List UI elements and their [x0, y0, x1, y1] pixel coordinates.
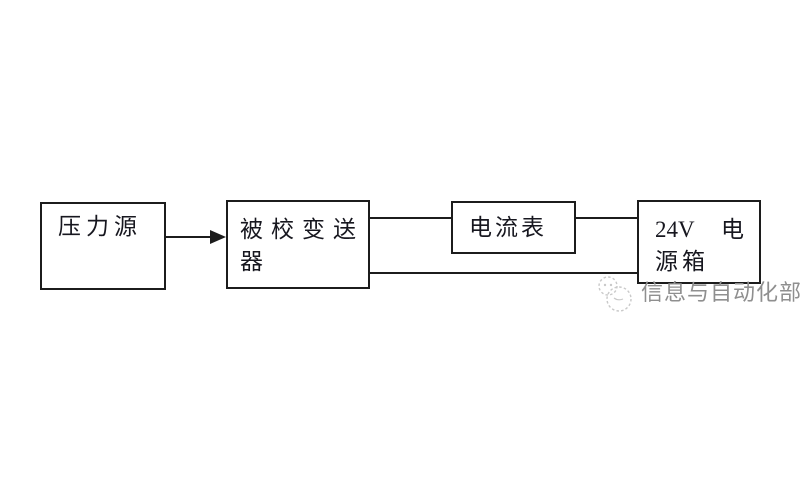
watermark-text: 信息与自动化部: [641, 280, 800, 305]
node-transmitter-label-line2: 器: [240, 249, 271, 274]
arrowhead-icon: [210, 230, 226, 244]
node-power-label-24v: 24V: [655, 217, 695, 242]
node-ammeter: 电流表: [451, 201, 576, 254]
connector-ammeter-to-power: [576, 217, 637, 219]
node-transmitter-under-test: 被校变送 器: [226, 200, 370, 289]
connector-transmitter-to-power-return: [370, 272, 637, 274]
node-ammeter-label: 电流表: [469, 215, 547, 240]
node-transmitter-label-line1: 被校变送: [240, 217, 364, 242]
node-power-label-line1: 24V 电: [655, 214, 744, 246]
node-power-label-line2: 源箱: [655, 249, 709, 274]
connector-pressure-to-transmitter: [166, 236, 212, 238]
node-power-supply-box: 24V 电 源箱: [637, 200, 761, 284]
connector-transmitter-to-ammeter: [370, 217, 451, 219]
watermark: 信息与自动化部: [595, 275, 800, 313]
watermark-panda-logo-icon: [598, 276, 632, 312]
node-pressure-source: 压力源: [40, 202, 166, 290]
node-power-label-dian: 电: [721, 217, 744, 242]
node-pressure-source-label: 压力源: [58, 214, 142, 239]
